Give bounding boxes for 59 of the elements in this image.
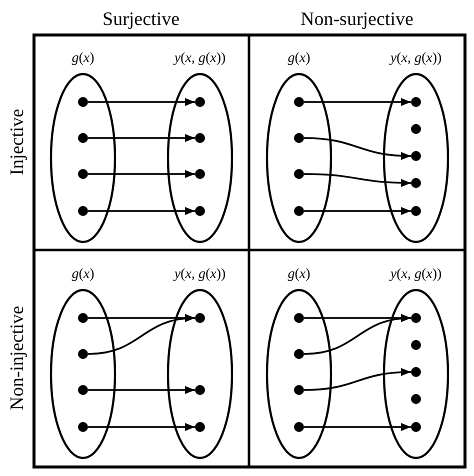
set-label: y(x, g(x)): [172, 50, 227, 68]
arrow: [304, 207, 411, 215]
point-dot: [195, 97, 205, 107]
point-dot: [411, 313, 421, 323]
point-dot: [294, 97, 304, 107]
row-header: Non-injective: [6, 306, 30, 410]
point-dot: [195, 422, 205, 432]
point-dot: [411, 124, 421, 134]
point-dot: [78, 206, 88, 216]
point-dot: [195, 313, 205, 323]
point-dot: [294, 206, 304, 216]
set-label: y(x, g(x)): [388, 266, 443, 284]
point-dot: [294, 133, 304, 143]
point-dot: [78, 385, 88, 395]
point-dot: [195, 206, 205, 216]
row-header: Injective: [6, 108, 30, 176]
point-dot: [78, 169, 88, 179]
column-header: Surjective: [102, 8, 180, 32]
point-dot: [411, 206, 421, 216]
arrow: [88, 134, 195, 142]
arrow: [304, 98, 411, 106]
point-dot: [411, 178, 421, 188]
point-dot: [78, 97, 88, 107]
point-dot: [78, 133, 88, 143]
point-dot: [78, 349, 88, 359]
point-dot: [195, 169, 205, 179]
point-dot: [294, 349, 304, 359]
point-dot: [294, 313, 304, 323]
arrow: [88, 314, 196, 355]
arrow: [304, 137, 412, 160]
point-dot: [294, 385, 304, 395]
arrow: [304, 173, 412, 187]
set-label: y(x, g(x)): [388, 50, 443, 68]
set-label: g(x): [286, 266, 312, 284]
point-dot: [411, 97, 421, 107]
arrow: [304, 423, 411, 431]
point-dot: [411, 367, 421, 377]
point-dot: [411, 422, 421, 432]
point-dot: [294, 169, 304, 179]
arrow: [88, 98, 195, 106]
point-dot: [195, 133, 205, 143]
point-dot: [411, 340, 421, 350]
point-dot: [411, 151, 421, 161]
point-dot: [78, 422, 88, 432]
arrow: [304, 368, 412, 391]
point-dot: [195, 385, 205, 395]
arrow: [88, 386, 195, 394]
point-dot: [78, 313, 88, 323]
arrow: [88, 170, 195, 178]
point-dot: [294, 422, 304, 432]
set-label: g(x): [70, 266, 96, 284]
column-header: Non-surjective: [300, 8, 414, 32]
set-label: g(x): [286, 50, 312, 68]
arrow: [88, 207, 195, 215]
set-label: y(x, g(x)): [172, 266, 227, 284]
arrow: [88, 423, 195, 431]
set-label: g(x): [70, 50, 96, 68]
point-dot: [411, 394, 421, 404]
arrow: [304, 314, 412, 355]
